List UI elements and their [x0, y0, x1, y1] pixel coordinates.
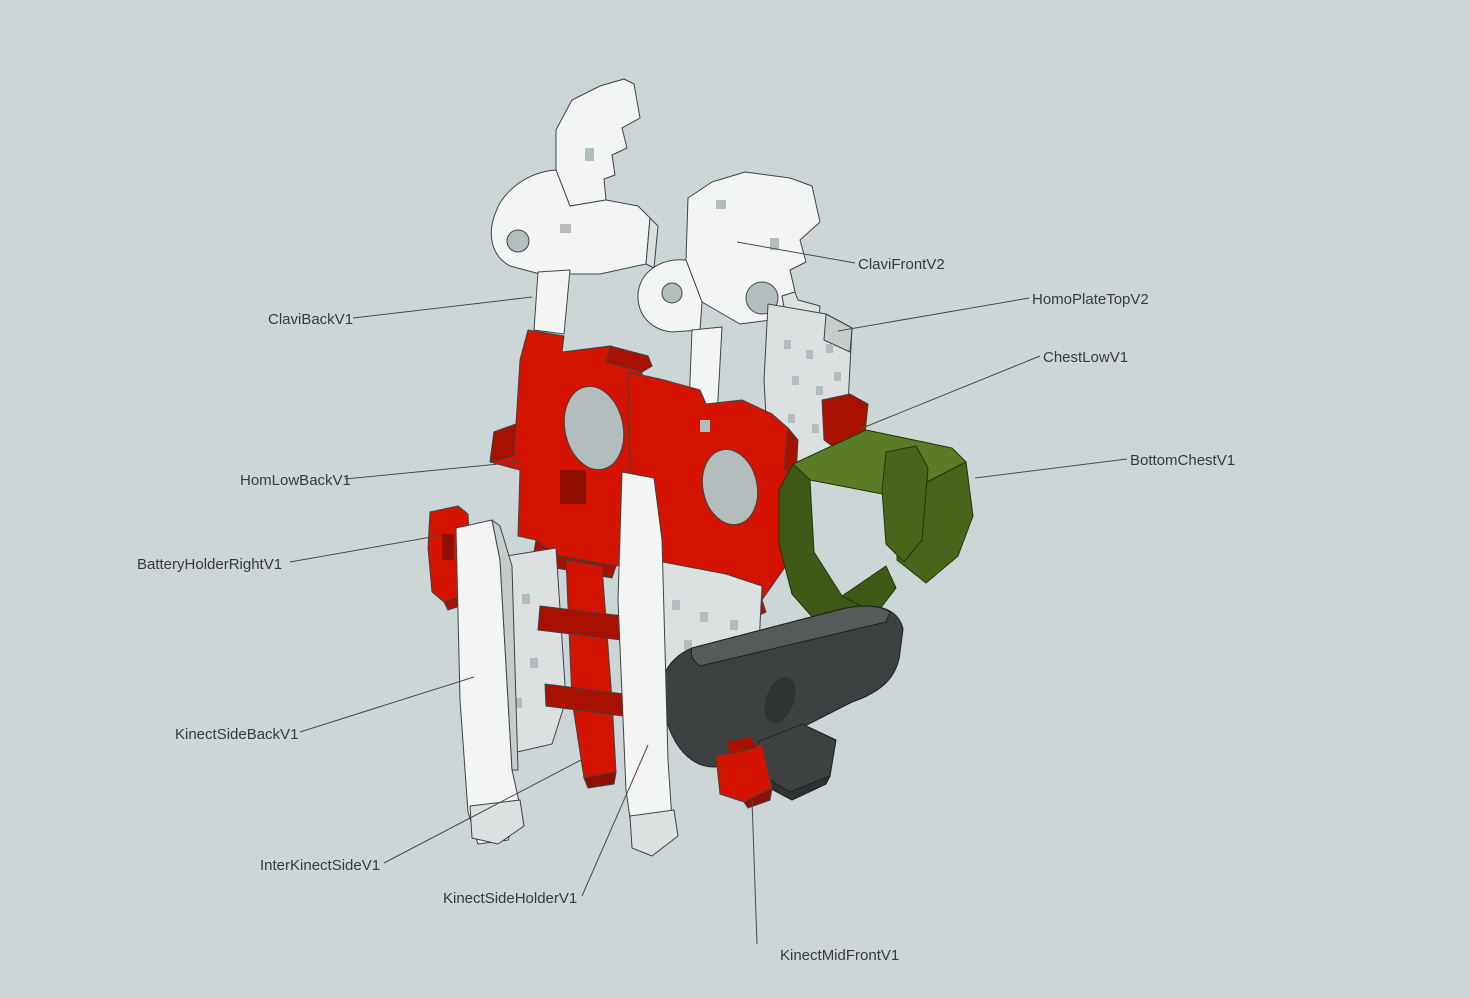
part-hom-low-back[interactable]: [489, 329, 657, 579]
part-kinect-side-holder[interactable]: [617, 471, 679, 857]
servo-hole: [563, 385, 625, 471]
leader-inter-kinect-side: [383, 759, 582, 864]
label-homo-plate-top[interactable]: HomoPlateTopV2: [1032, 291, 1149, 308]
leader-clavi-front: [736, 241, 856, 264]
leader-kinect-side-holder: [581, 744, 649, 897]
label-kinect-side-back[interactable]: KinectSideBackV1: [175, 726, 299, 743]
part-bottom-chest[interactable]: [778, 429, 974, 643]
label-clavi-back[interactable]: ClaviBackV1: [268, 311, 354, 328]
bolt-hole: [661, 282, 683, 304]
leader-battery-holder: [289, 535, 438, 563]
label-battery-holder[interactable]: BatteryHolderRightV1: [137, 556, 283, 573]
part-clavi-back[interactable]: [490, 78, 659, 335]
leader-kinect-side-back: [299, 676, 475, 733]
leader-hom-low-back: [344, 461, 520, 480]
label-hom-low-back[interactable]: HomLowBackV1: [240, 472, 351, 489]
leader-clavi-back: [352, 296, 533, 319]
leader-chest-low: [859, 355, 1041, 430]
label-kinect-side-holder[interactable]: KinectSideHolderV1: [443, 890, 578, 907]
leader-bottom-chest: [974, 458, 1128, 479]
leader-lines: [289, 241, 1128, 945]
label-bottom-chest[interactable]: BottomChestV1: [1130, 452, 1236, 469]
part-kinect-body[interactable]: [659, 605, 904, 801]
label-inter-kinect-side[interactable]: InterKinectSideV1: [260, 857, 381, 874]
label-kinect-mid-front[interactable]: KinectMidFrontV1: [780, 947, 900, 964]
label-chest-low[interactable]: ChestLowV1: [1043, 349, 1129, 366]
part-chest-low[interactable]: [627, 371, 869, 631]
part-inter-kinect-side[interactable]: [537, 559, 641, 789]
part-kinect-mid-front[interactable]: [715, 735, 773, 809]
part-kinect-side-back[interactable]: [455, 519, 525, 845]
bolt-hole: [506, 229, 530, 253]
leader-homo-plate-top: [837, 297, 1030, 332]
leader-kinect-mid-front: [751, 799, 758, 945]
label-clavi-front[interactable]: ClaviFrontV2: [858, 256, 945, 273]
servo-hole: [701, 448, 759, 526]
